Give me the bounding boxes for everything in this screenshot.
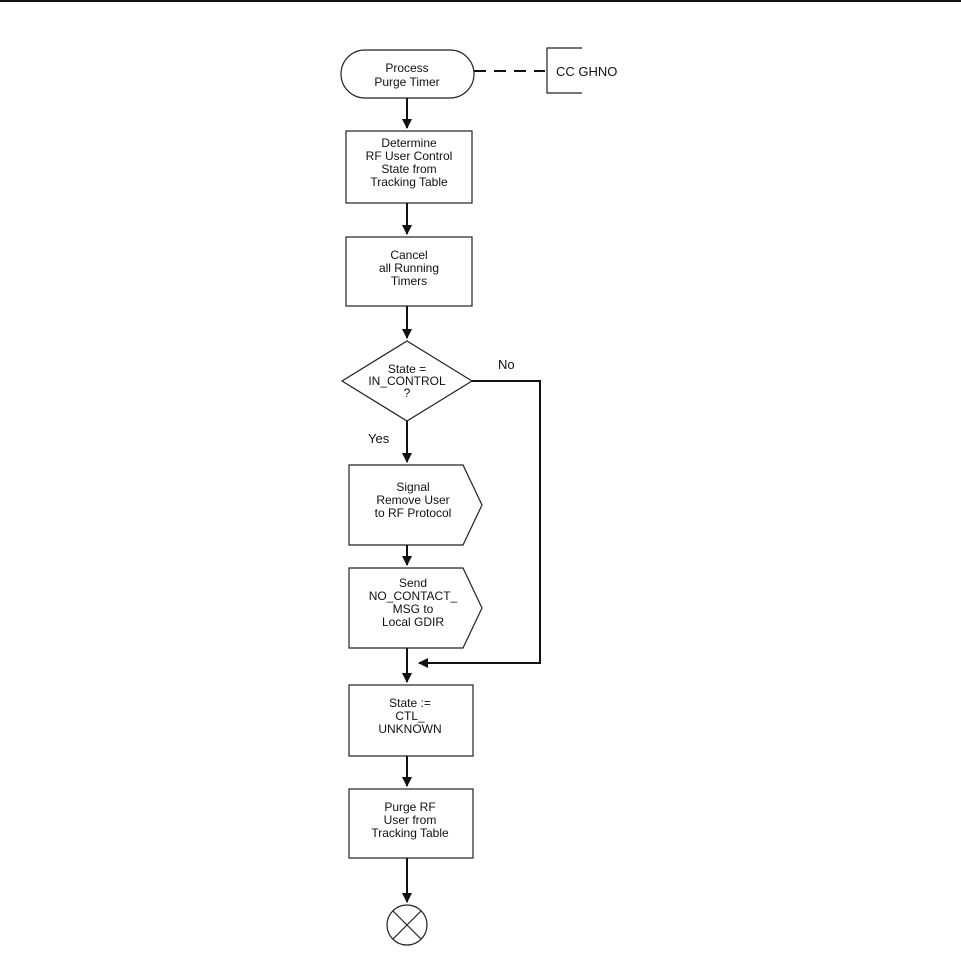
- decision-yes-label: Yes: [368, 431, 390, 446]
- decision-no-label: No: [498, 357, 515, 372]
- decision-line-1: State =: [388, 362, 426, 376]
- determine-line-4: Tracking Table: [370, 175, 448, 189]
- cancel-line-2: all Running: [379, 261, 439, 275]
- cancel-step: Cancel all Running Timers: [345, 236, 473, 307]
- determine-line-2: RF User Control: [366, 149, 453, 163]
- signal-step: Signal Remove User to RF Protocol: [348, 464, 483, 546]
- set-state-line-2: CTL_: [395, 709, 425, 723]
- send-line-4: Local GDIR: [382, 615, 444, 629]
- determine-line-1: Determine: [381, 136, 437, 150]
- page-top-rule: [0, 0, 961, 2]
- signal-line-2: Remove User: [376, 493, 449, 507]
- signal-line-1: Signal: [396, 480, 429, 494]
- purge-step: Purge RF User from Tracking Table: [348, 788, 474, 859]
- determine-line-3: State from: [381, 162, 436, 176]
- decision-diamond: State = IN_CONTROL ?: [340, 340, 474, 422]
- set-state-step: State := CTL_ UNKNOWN: [348, 684, 474, 757]
- purge-line-3: Tracking Table: [371, 826, 449, 840]
- end-stop-icon: [386, 904, 428, 946]
- set-state-line-1: State :=: [389, 696, 431, 710]
- send-line-2: NO_CONTACT_: [369, 589, 458, 603]
- send-line-1: Send: [399, 576, 427, 590]
- start-line-2: Purge Timer: [374, 75, 439, 89]
- send-step: Send NO_CONTACT_ MSG to Local GDIR: [348, 567, 483, 649]
- decision-line-2: IN_CONTROL: [368, 374, 446, 388]
- cancel-line-3: Timers: [391, 274, 427, 288]
- purge-line-2: User from: [384, 813, 437, 827]
- determine-step: Determine RF User Control State from Tra…: [345, 130, 473, 204]
- send-line-3: MSG to: [393, 602, 434, 616]
- decision-line-3: ?: [404, 386, 411, 400]
- no-branch-connector: [418, 380, 541, 668]
- start-terminator: Process Purge Timer: [340, 49, 475, 99]
- reference-label: CC GHNO: [556, 64, 617, 79]
- start-line-1: Process: [385, 61, 428, 75]
- signal-line-3: to RF Protocol: [375, 506, 452, 520]
- set-state-line-3: UNKNOWN: [378, 722, 441, 736]
- cancel-line-1: Cancel: [390, 248, 427, 262]
- purge-line-1: Purge RF: [384, 800, 435, 814]
- reference-note: CC GHNO: [546, 47, 617, 94]
